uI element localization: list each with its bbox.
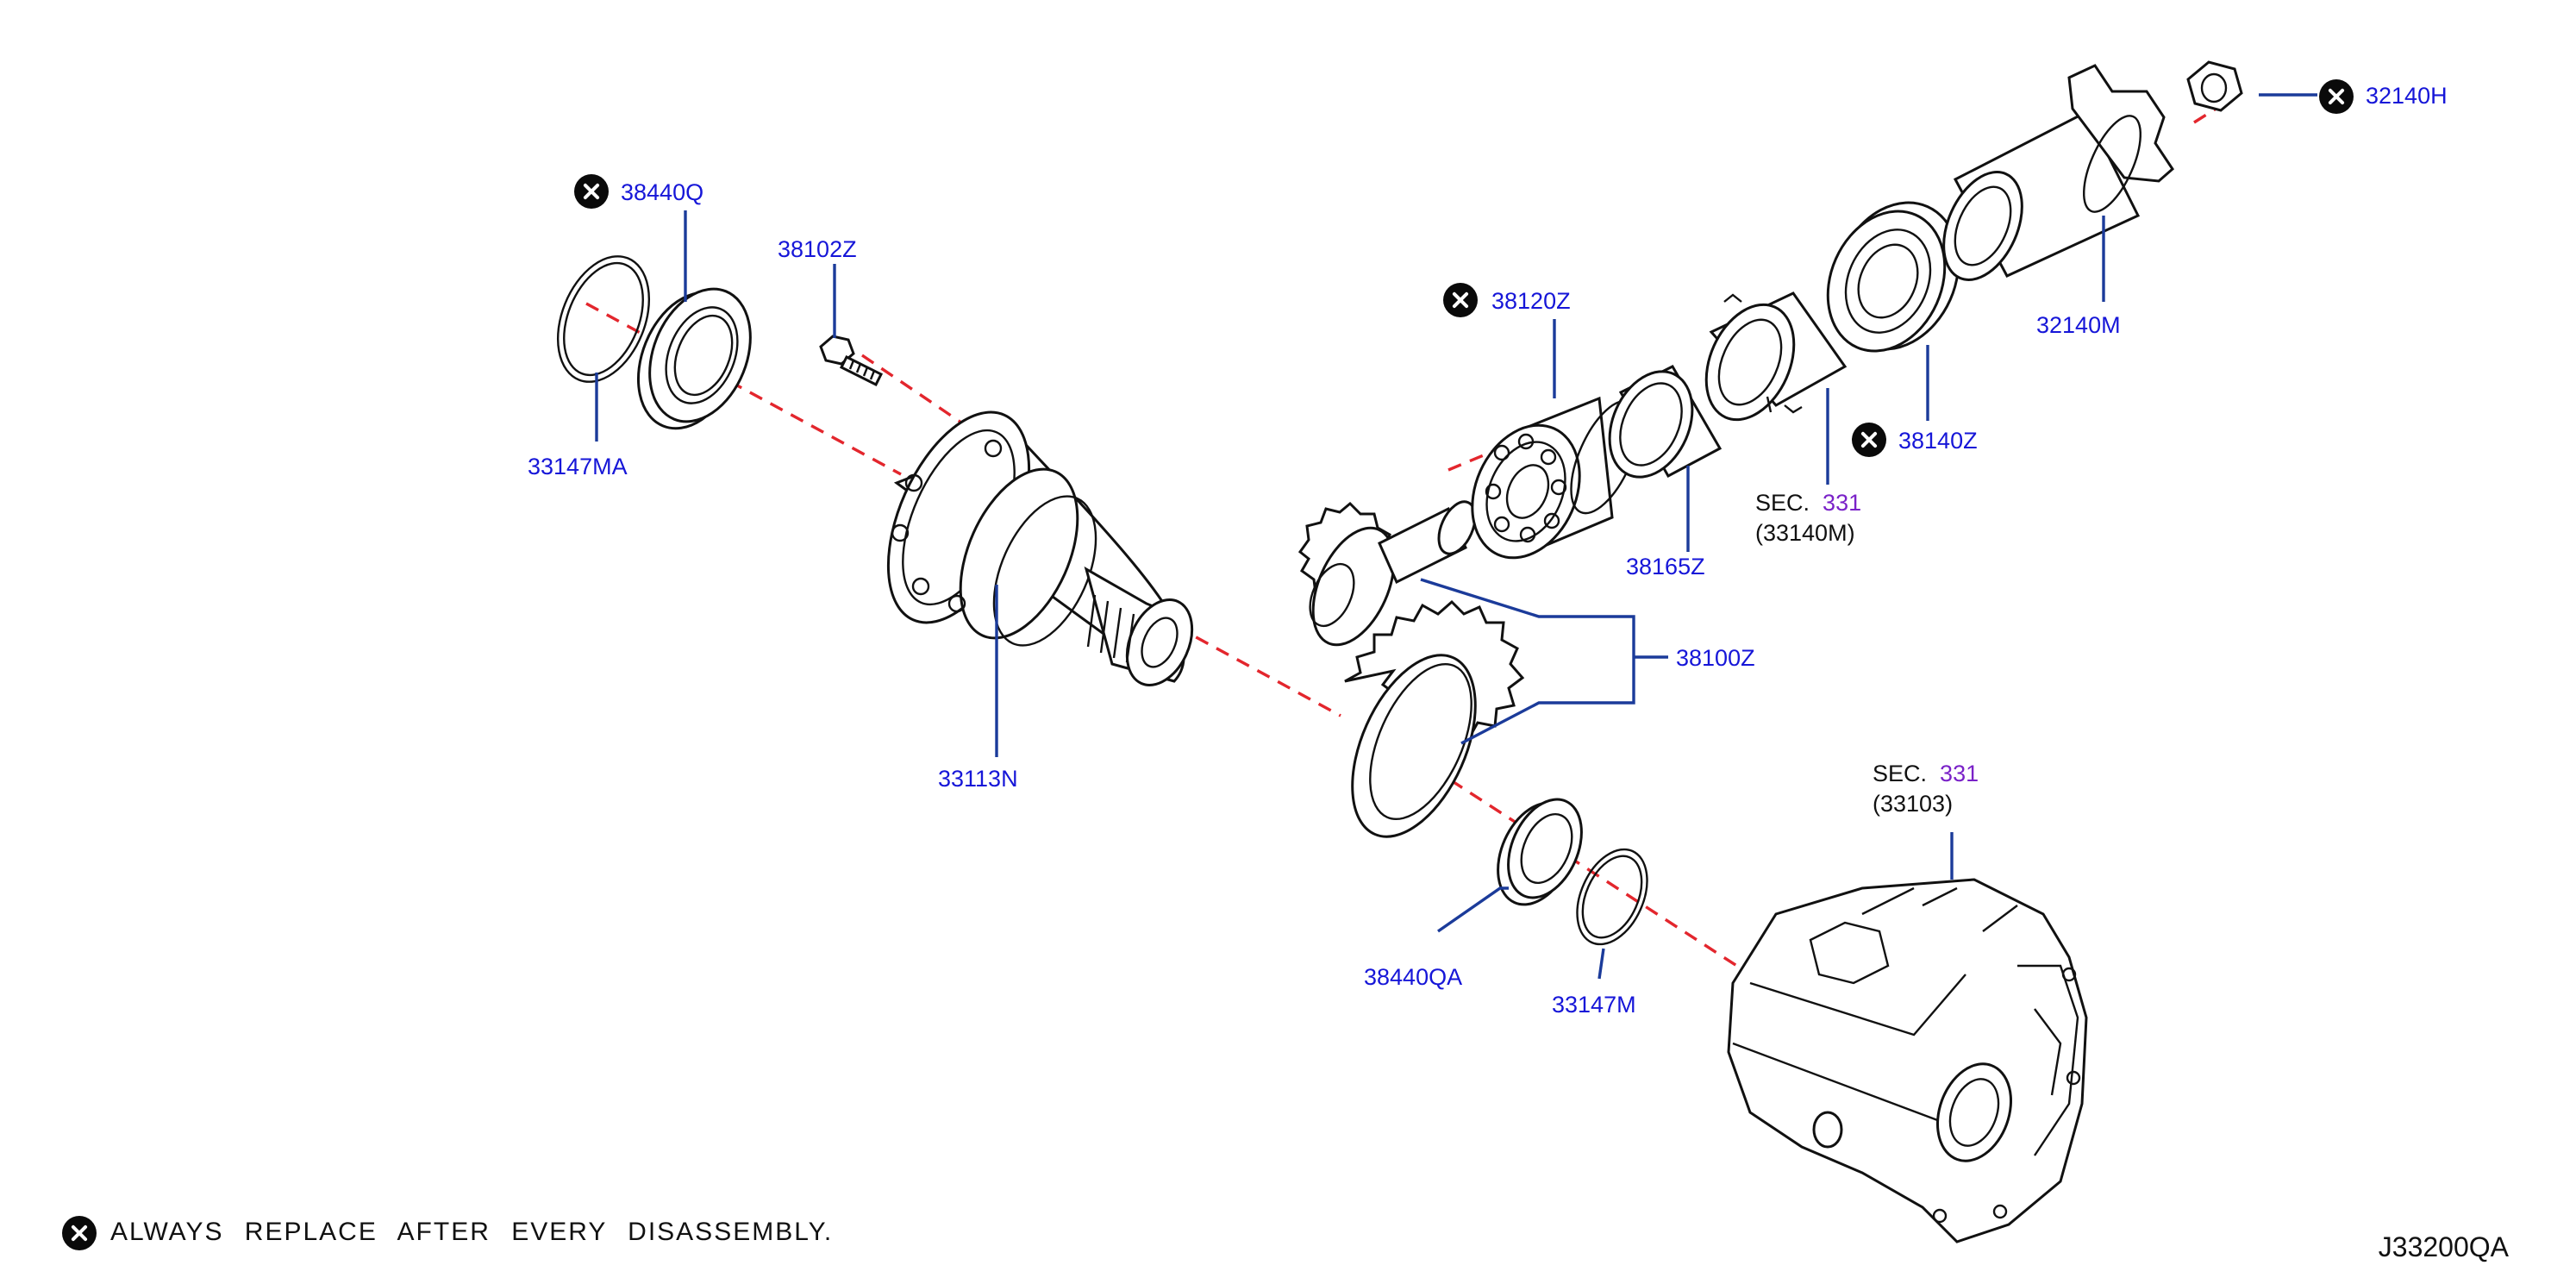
section-prefix: SEC. <box>1873 761 1928 786</box>
footnote-replace-note: ALWAYS REPLACE AFTER EVERY DISASSEMBLY. <box>110 1218 834 1246</box>
part-33147MA[interactable]: 33147MA <box>528 454 628 479</box>
drive-pinion-38100Z[interactable] <box>1297 496 1482 657</box>
part-38165Z[interactable]: 38165Z <box>1626 554 1705 579</box>
replace-mark-38140Z-icon <box>1852 423 1886 457</box>
part-38120Z[interactable]: 38120Z <box>1491 288 1571 314</box>
oil-seal-38440QA[interactable] <box>1483 788 1596 917</box>
ring-gear-38100Z[interactable] <box>1328 599 1525 855</box>
shaft-33113N[interactable] <box>860 391 1204 696</box>
part-38140Z[interactable]: 38140Z <box>1898 428 1978 454</box>
nut-32140H[interactable] <box>2186 60 2243 112</box>
section-prefix: SEC. <box>1755 490 1810 516</box>
carrier-sec331-33140M[interactable] <box>1690 291 1848 433</box>
part-38440Q[interactable]: 38440Q <box>621 179 704 205</box>
replace-mark-38120Z-icon <box>1443 283 1478 317</box>
bearing-38120Z[interactable] <box>1452 391 1653 575</box>
flange-32140M[interactable] <box>1929 64 2174 292</box>
snap-ring-33147M[interactable] <box>1564 838 1661 955</box>
section-number-link[interactable]: 331 <box>1823 490 1862 516</box>
diagram-code: J33200QA <box>2378 1231 2509 1262</box>
oil-seal-38440Q[interactable] <box>619 274 769 444</box>
spacer-38165Z[interactable] <box>1594 359 1723 491</box>
part-32140H[interactable]: 32140H <box>2366 83 2448 109</box>
part-33147M[interactable]: 33147M <box>1552 992 1636 1018</box>
bearing-38140Z[interactable] <box>1806 183 1981 370</box>
replace-mark-38440Q-icon <box>574 174 609 209</box>
leader-lines <box>595 93 2317 980</box>
bolt-38102Z[interactable] <box>819 335 884 387</box>
section-number-link[interactable]: 331 <box>1940 761 1979 786</box>
replace-mark-legend-icon <box>62 1216 97 1250</box>
section-part-ref: (33140M) <box>1755 520 1855 547</box>
part-33113N[interactable]: 33113N <box>938 766 1018 792</box>
section-ref-upper: SEC. 331 (33140M) <box>1755 488 1861 548</box>
snap-ring-33147MA[interactable] <box>541 243 666 396</box>
part-38100Z[interactable]: 38100Z <box>1676 645 1755 671</box>
part-32140M[interactable]: 32140M <box>2036 312 2121 338</box>
part-38102Z[interactable]: 38102Z <box>778 236 857 262</box>
section-ref-lower: SEC. 331 (33103) <box>1873 759 1979 819</box>
section-part-ref: (33103) <box>1873 791 1954 817</box>
part-38440QA[interactable]: 38440QA <box>1364 964 1463 990</box>
replace-mark-32140H-icon <box>2319 79 2354 114</box>
case-sec331-33103[interactable] <box>1727 878 2088 1243</box>
